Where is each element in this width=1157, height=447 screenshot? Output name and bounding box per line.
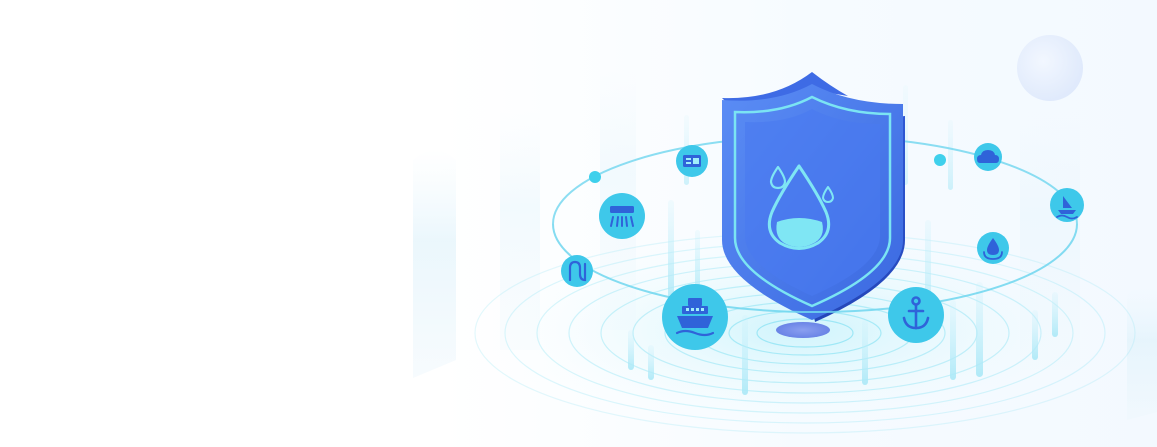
moon-circle <box>1017 35 1083 101</box>
anchor-icon <box>888 287 944 343</box>
boat-wave-icon <box>1050 188 1084 222</box>
pipe-route-icon <box>561 255 593 287</box>
shield <box>722 72 905 322</box>
shield-base <box>776 322 830 338</box>
ship-icon <box>662 284 728 350</box>
monitor-panel-icon <box>676 145 708 177</box>
orbit-dot <box>934 154 946 166</box>
orbit-dot <box>589 171 601 183</box>
sprinkler-icon <box>599 193 645 239</box>
water-level-icon <box>977 232 1009 264</box>
water-drop-icon <box>767 164 834 250</box>
cloud-icon <box>974 143 1002 171</box>
